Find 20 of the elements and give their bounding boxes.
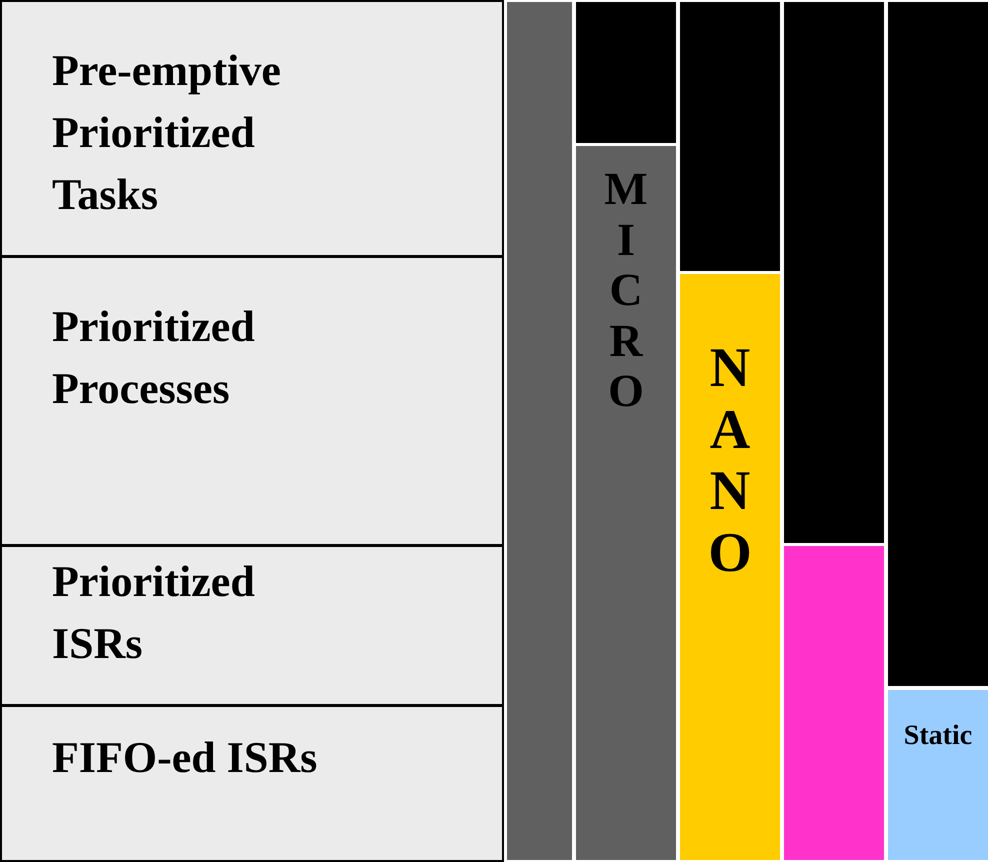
category-box [0,545,504,706]
column-label: NANO [707,338,753,584]
column-label: MICRO [603,164,649,417]
category-box [0,705,504,862]
category-label: Pre-emptive Prioritized Tasks [52,45,282,221]
category-box [0,256,504,546]
category-box [0,0,504,257]
column-bar [576,2,676,143]
column-bar [576,146,676,860]
column-bar [888,690,988,860]
category-label: Prioritized ISRs [52,556,256,670]
column-bar [507,2,572,860]
column-bar [784,546,884,860]
column-bar [680,274,780,860]
category-label: Prioritized Processes [52,301,256,415]
column-bar [888,2,988,686]
column-bar [784,2,884,543]
category-label: FIFO-ed ISRs [52,732,318,784]
column-bar [680,2,780,271]
column-label: Static [902,720,974,752]
